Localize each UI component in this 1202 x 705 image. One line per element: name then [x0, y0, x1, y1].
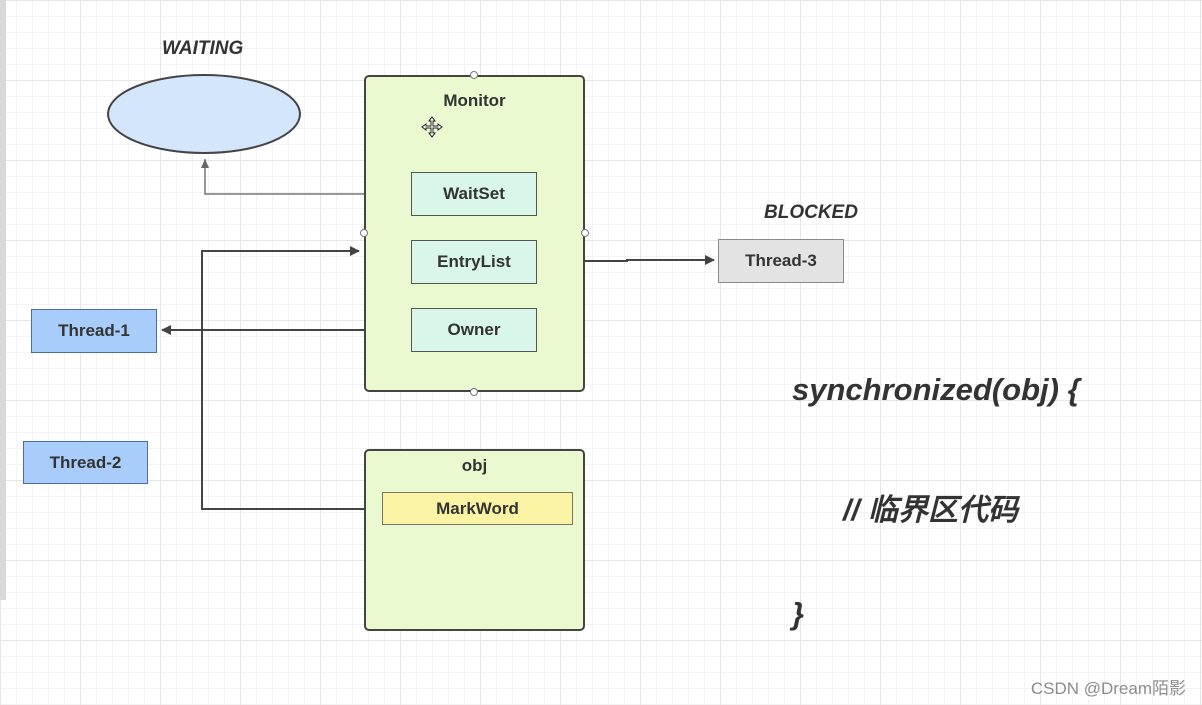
owner-box[interactable]: Owner: [411, 308, 537, 352]
resize-handle-top[interactable]: [470, 71, 478, 79]
resize-handle-right[interactable]: [581, 229, 589, 237]
thread1-box[interactable]: Thread-1: [31, 309, 157, 353]
code-line-synchronized: synchronized(obj) {: [792, 372, 1080, 407]
thread3-label: Thread-3: [745, 251, 817, 270]
waitset-box[interactable]: WaitSet: [411, 172, 537, 216]
markword-to-monitor-arrow: [201, 246, 382, 510]
markword-label: MarkWord: [436, 498, 519, 518]
resize-handle-left[interactable]: [360, 229, 368, 237]
waitset-to-waiting-arrow: [201, 159, 411, 195]
code-line-close-brace: }: [792, 596, 805, 631]
obj-title: obj: [461, 456, 488, 475]
resize-handle-bottom[interactable]: [470, 388, 478, 396]
obj-container[interactable]: obj: [364, 449, 585, 631]
thread3-box[interactable]: Thread-3: [718, 239, 844, 283]
thread2-box[interactable]: Thread-2: [23, 441, 148, 484]
watermark: CSDN @Dream陌影: [1030, 679, 1186, 698]
waiting-ellipse[interactable]: [107, 74, 301, 154]
scrollbar-edge[interactable]: [0, 0, 6, 600]
blocked-state-label: BLOCKED: [764, 202, 858, 223]
entrylist-box[interactable]: EntryList: [411, 240, 537, 284]
waitset-label: WaitSet: [443, 184, 505, 203]
owner-label: Owner: [447, 320, 501, 339]
waiting-state-label: WAITING: [162, 38, 244, 59]
monitor-title: Monitor: [443, 91, 506, 110]
code-line-comment: // 临界区代码: [843, 494, 1019, 527]
entrylist-label: EntryList: [437, 252, 511, 271]
move-cursor-icon: [421, 116, 443, 138]
thread1-label: Thread-1: [58, 321, 130, 340]
markword-box[interactable]: MarkWord: [382, 492, 573, 525]
thread2-label: Thread-2: [49, 452, 122, 472]
